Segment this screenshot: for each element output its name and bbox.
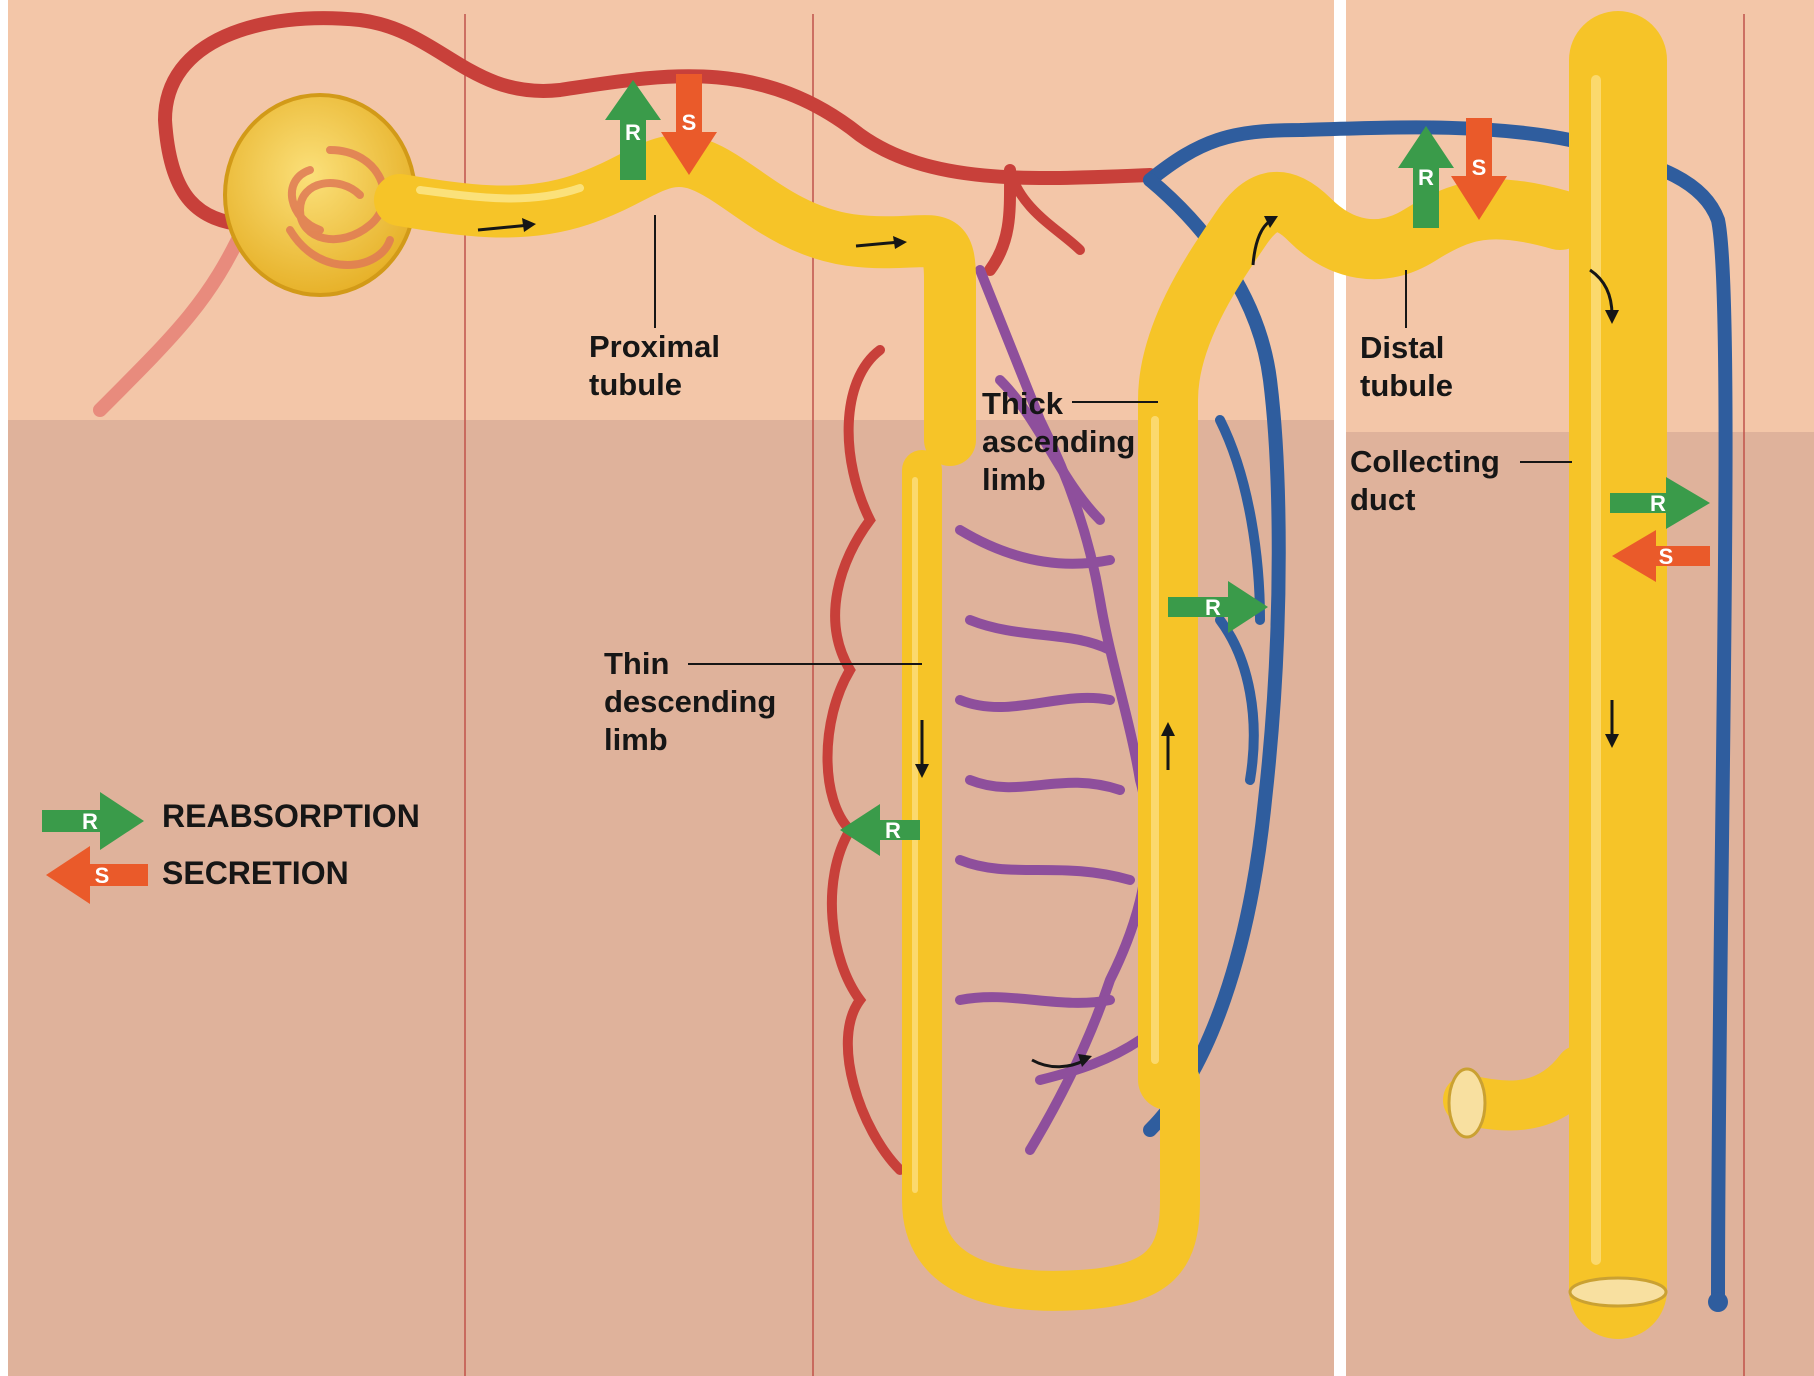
label-thick-ascending-limb: Thick: [982, 386, 1064, 421]
svg-text:S: S: [95, 863, 110, 888]
label-proximal-tubule: Proximal: [589, 329, 720, 364]
svg-text:R: R: [885, 818, 901, 843]
svg-text:R: R: [1650, 491, 1666, 516]
label-proximal-tubule-2: tubule: [589, 367, 682, 402]
collecting-duct-opening: [1570, 1278, 1666, 1306]
label-thick-ascending-limb-3: limb: [982, 462, 1046, 497]
label-thick-ascending-limb-2: ascending: [982, 424, 1135, 459]
label-distal-tubule-2: tubule: [1360, 368, 1453, 403]
legend-secretion-label: SECRETION: [162, 855, 349, 891]
label-thin-descending-limb-3: limb: [604, 722, 668, 757]
label-distal-tubule: Distal: [1360, 330, 1444, 365]
label-collecting-duct-2: duct: [1350, 482, 1415, 517]
svg-text:S: S: [1659, 544, 1674, 569]
label-thin-descending-limb: Thin: [604, 646, 669, 681]
svg-text:R: R: [1205, 595, 1221, 620]
svg-text:R: R: [82, 809, 98, 834]
svg-text:R: R: [625, 120, 641, 145]
branch-opening: [1449, 1069, 1485, 1137]
label-thin-descending-limb-2: descending: [604, 684, 776, 719]
label-collecting-duct: Collecting: [1350, 444, 1500, 479]
svg-text:S: S: [1472, 155, 1487, 180]
svg-text:S: S: [682, 110, 697, 135]
legend-reabsorption-label: REABSORPTION: [162, 798, 420, 834]
svg-text:R: R: [1418, 165, 1434, 190]
